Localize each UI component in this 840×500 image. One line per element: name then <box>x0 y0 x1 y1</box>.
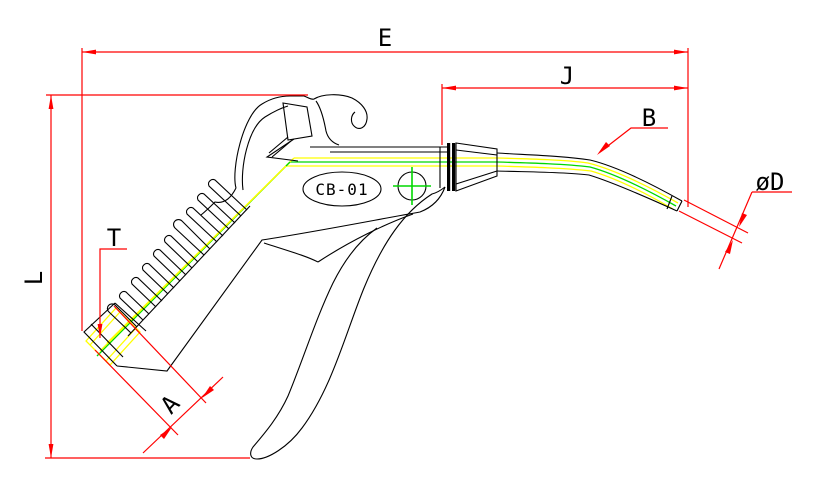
nozzle-nut <box>455 142 498 192</box>
dim-D-label: øD <box>756 168 785 196</box>
air-passage-lines <box>85 157 679 366</box>
dim-D-ext-2 <box>678 210 743 244</box>
nozzle-tube-bottom <box>496 170 678 212</box>
dim-D-arrow-lower <box>725 240 733 254</box>
dim-A-arrow-lower <box>160 427 172 439</box>
valve-lever-head <box>282 102 313 141</box>
blow-gun-outline <box>83 94 683 460</box>
model-badge: CB-01 <box>302 171 382 207</box>
handle-bottom-edge <box>116 186 446 372</box>
dim-E-arrow-left <box>82 49 96 55</box>
dim-E-label: E <box>378 24 392 52</box>
inlet-tip-face-inner <box>90 323 124 358</box>
model-badge-text: CB-01 <box>315 180 368 199</box>
handle-ribs <box>106 179 248 334</box>
nozzle-tube-tip-face <box>676 200 683 212</box>
callout-B: B <box>597 104 668 155</box>
dim-J-arrow-right <box>674 85 688 91</box>
dim-T-label: T <box>107 224 121 252</box>
callout-B-leader <box>599 127 668 153</box>
inlet-tip-step <box>114 302 147 332</box>
dim-D-ext-1 <box>683 199 749 234</box>
inlet-nipple-yellow-wall-2 <box>89 311 121 346</box>
dim-A-ext-1 <box>94 349 179 436</box>
hook-right-lobe-inner <box>315 100 340 146</box>
nozzle-nut-knurl-bottom <box>455 170 498 185</box>
dim-T-arrow <box>97 324 103 338</box>
crosshair-marker <box>393 167 431 205</box>
callout-B-arrow <box>597 142 610 155</box>
passage-yellow-upper <box>294 157 679 204</box>
dimension-D: øD <box>678 168 792 270</box>
dim-L-arrow-bottom <box>48 444 54 458</box>
trigger-slot-armpit <box>263 242 319 263</box>
dim-D-line <box>718 191 753 270</box>
nozzle-tube-top <box>496 152 683 202</box>
neck-edge <box>200 187 237 216</box>
dim-J-label: J <box>560 62 574 90</box>
nozzle-tube-tip-collar <box>666 195 673 210</box>
hook-outer <box>234 94 368 189</box>
dim-L-label: L <box>20 271 48 285</box>
hook-inner <box>241 105 289 191</box>
nozzle-nut-knurl-top <box>455 149 498 156</box>
dim-A-arrow-upper <box>202 386 214 398</box>
dim-J-arrow-left <box>442 85 456 91</box>
passage-green-center <box>290 161 677 207</box>
model-badge-ellipse <box>302 171 382 207</box>
trigger-slot-inner <box>317 213 414 263</box>
dimension-L: L <box>20 94 308 459</box>
dim-D-arrow-upper <box>739 213 747 227</box>
dimension-J: J <box>441 62 688 145</box>
dim-A-ext-2 <box>113 305 207 404</box>
barrel-left-wedge <box>265 138 299 162</box>
valve-stem-line-1 <box>268 136 289 154</box>
dim-T-line <box>99 248 127 338</box>
dim-A-label: A <box>155 389 186 419</box>
handle-passage-yellow-lower <box>99 165 287 352</box>
dim-E-arrow-right <box>674 49 688 55</box>
inlet-tip-face <box>83 302 118 367</box>
dimension-A: A <box>94 305 224 454</box>
dimension-T: T <box>97 224 127 338</box>
passage-yellow-lower <box>286 165 674 210</box>
trigger-blade-outer <box>250 186 446 460</box>
handle-rib-root-line <box>127 205 251 337</box>
coupling-ring-2 <box>452 143 456 191</box>
dim-L-arrow-top <box>48 95 54 109</box>
callout-B-label: B <box>642 104 656 132</box>
coupling-ring-1 <box>447 143 451 191</box>
